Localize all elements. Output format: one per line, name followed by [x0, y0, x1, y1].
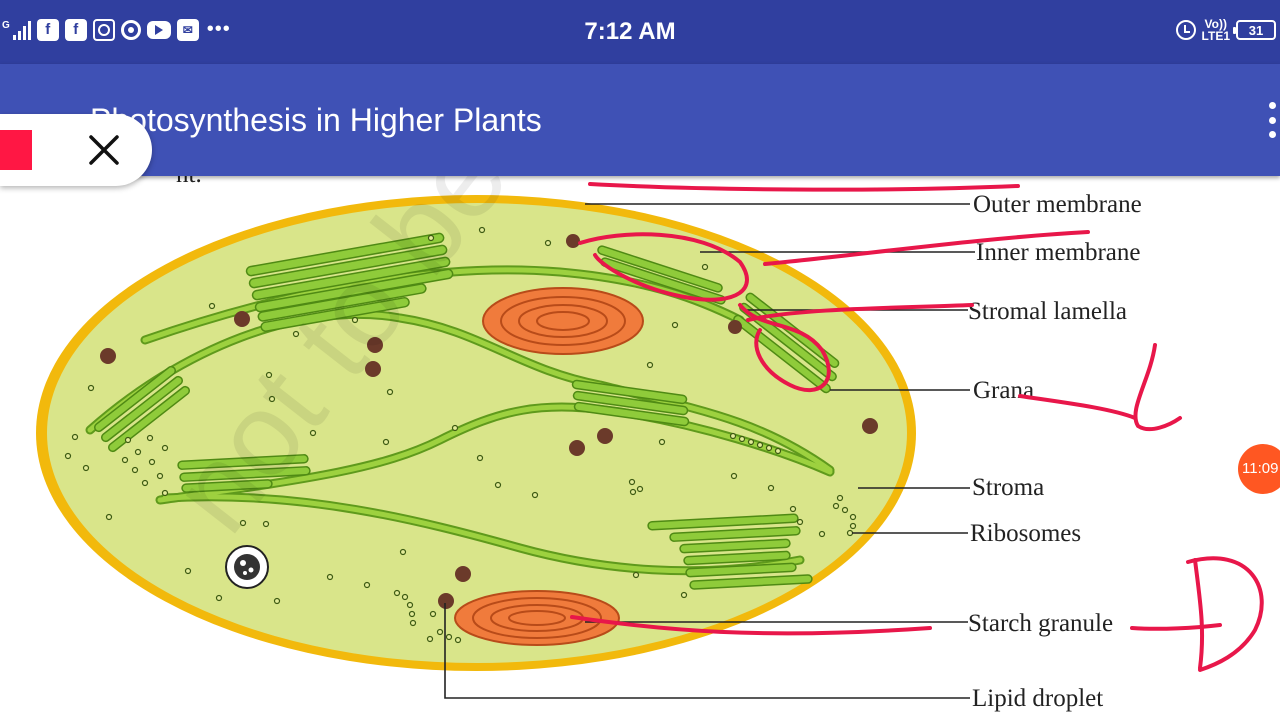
chrome-icon [120, 19, 141, 40]
label-lipid-droplet: Lipid droplet [972, 685, 1103, 712]
ribosomes [64, 226, 857, 644]
facebook-icon: f [64, 18, 87, 41]
app-bar: Photosynthesis in Higher Plants [0, 64, 1280, 176]
overflow-menu-icon[interactable] [1266, 102, 1278, 138]
status-time: 7:12 AM [584, 18, 676, 45]
lipid-droplets [100, 234, 878, 609]
facebook-icon: f [36, 18, 59, 41]
starch-granule-lower [454, 590, 620, 646]
record-indicator-icon[interactable] [0, 130, 32, 170]
label-stroma: Stroma [972, 474, 1044, 501]
status-bar: G f f ✉ ••• 7:12 AM Vo)) LTE1 31 [0, 0, 1280, 64]
label-grana: Grana [973, 377, 1034, 404]
leader-lines [444, 203, 975, 699]
system-icons: Vo)) LTE1 31 [1175, 17, 1276, 43]
more-notifications-icon: ••• [206, 18, 231, 40]
plastoglobule [225, 545, 269, 589]
close-icon[interactable] [86, 132, 122, 168]
signal-icon: G [2, 20, 31, 40]
label-ribosomes: Ribosomes [970, 520, 1081, 547]
battery-icon: 31 [1233, 20, 1276, 40]
battery-level: 31 [1248, 22, 1264, 38]
floating-recorder-widget[interactable] [0, 114, 152, 186]
notification-icons: G f f ✉ ••• [2, 18, 231, 41]
pen-annotations [570, 182, 1264, 672]
recording-timer-bubble[interactable]: 11:09 [1238, 444, 1280, 494]
network-type: G [2, 19, 10, 31]
youtube-icon [146, 20, 171, 39]
label-outer-membrane: Outer membrane [973, 191, 1142, 218]
instagram-icon [92, 18, 115, 41]
label-stromal-lamella: Stromal lamella [968, 298, 1127, 325]
label-starch-granule: Starch granule [968, 610, 1113, 637]
volte-icon: Vo)) LTE1 [1201, 17, 1230, 43]
mail-icon: ✉ [176, 18, 199, 41]
starch-granule-upper [482, 287, 644, 355]
label-inner-membrane: Inner membrane [976, 239, 1141, 266]
alarm-icon [1175, 20, 1196, 40]
page-title: Photosynthesis in Higher Plants [90, 102, 542, 138]
